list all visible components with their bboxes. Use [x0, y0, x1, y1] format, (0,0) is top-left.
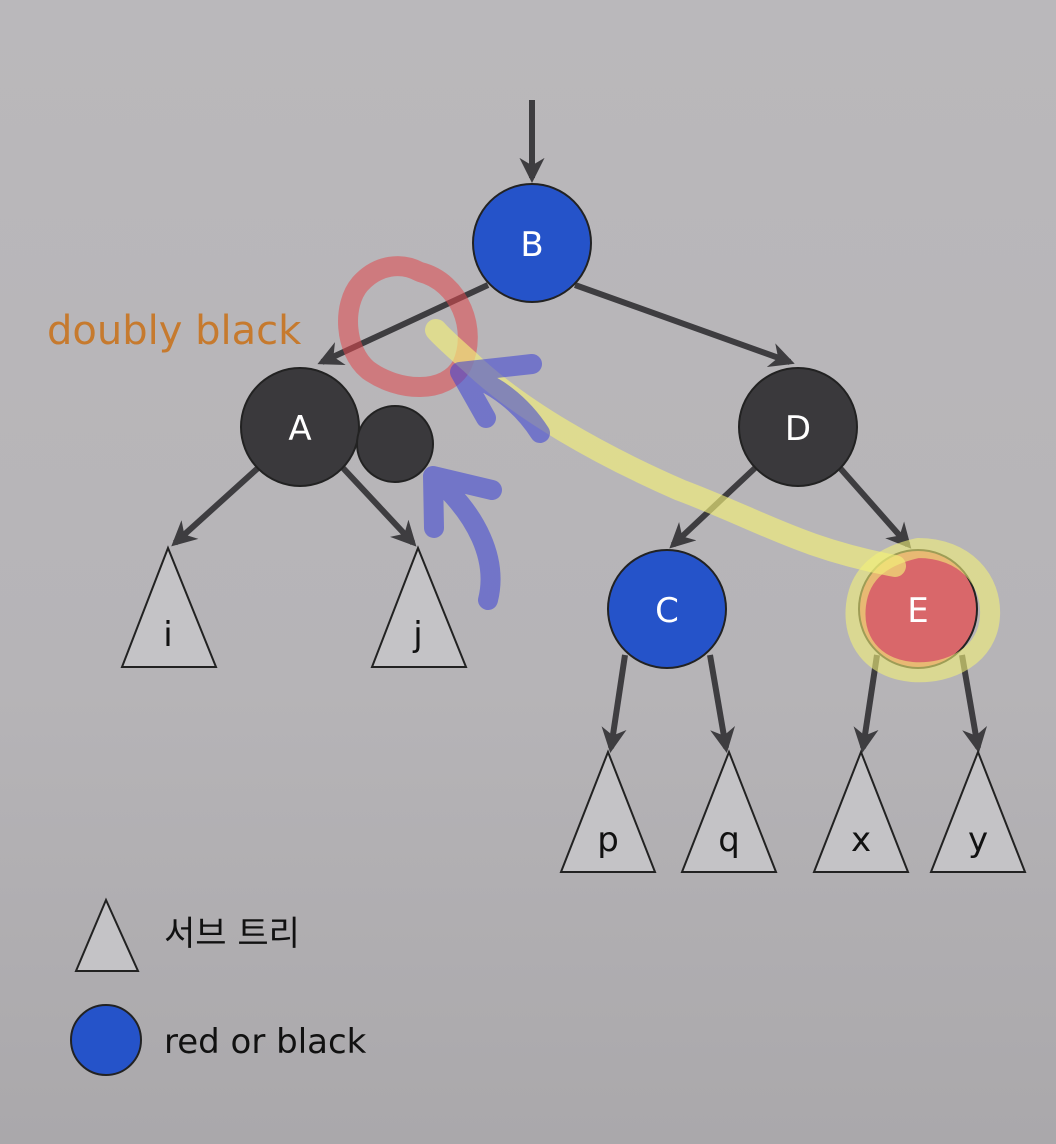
extra-black-node	[356, 405, 434, 483]
subtree-labels: i j p q x y	[163, 615, 988, 860]
legend-node-label: red or black	[164, 1022, 367, 1062]
blue-arrow-lower	[423, 466, 502, 610]
node-b	[472, 183, 592, 303]
yellow-highlight-stroke	[425, 319, 906, 577]
edge-b-d	[573, 282, 795, 368]
subtree-label-x: x	[851, 820, 871, 860]
legend: 서브 트리 red or black	[70, 897, 367, 1076]
subtrees	[120, 545, 1027, 873]
subtree-label-j: j	[412, 615, 422, 655]
node-label-a: A	[288, 409, 311, 449]
subtree-q	[680, 749, 778, 873]
subtree-x	[812, 749, 910, 873]
subtree-label-y: y	[968, 820, 988, 860]
subtree-label-q: q	[718, 820, 740, 860]
node-label-e: E	[907, 591, 928, 631]
node-label-d: D	[785, 409, 811, 449]
yellow-highlight-circle	[845, 538, 1001, 683]
subtree-j	[370, 545, 468, 668]
subtree-p	[559, 749, 657, 873]
edge-c-p	[601, 654, 628, 753]
node-a	[240, 367, 360, 487]
subtree-label-p: p	[597, 820, 619, 860]
red-circle-highlight	[338, 256, 478, 397]
edge-a-i	[171, 465, 261, 547]
edge-c-q	[707, 654, 735, 753]
legend-subtree-label: 서브 트리	[164, 914, 300, 954]
legend-subtree-icon	[74, 897, 140, 972]
edge-d-e	[837, 466, 912, 549]
blue-arrow-upper	[450, 354, 550, 443]
node-label-b: B	[520, 225, 543, 265]
highlights	[338, 256, 1001, 683]
edge-a-j	[340, 465, 417, 547]
doubly-black-label: doubly black	[47, 308, 302, 354]
legend-node-icon	[70, 1004, 142, 1076]
node-label-c: C	[655, 591, 679, 631]
edge-e-x	[853, 654, 880, 753]
node-labels: B A D C E	[288, 225, 928, 631]
subtree-label-i: i	[163, 615, 172, 655]
node-c	[607, 549, 727, 669]
nodes	[240, 183, 978, 669]
node-d	[738, 367, 858, 487]
subtree-i	[120, 545, 218, 668]
subtree-y	[929, 749, 1027, 873]
